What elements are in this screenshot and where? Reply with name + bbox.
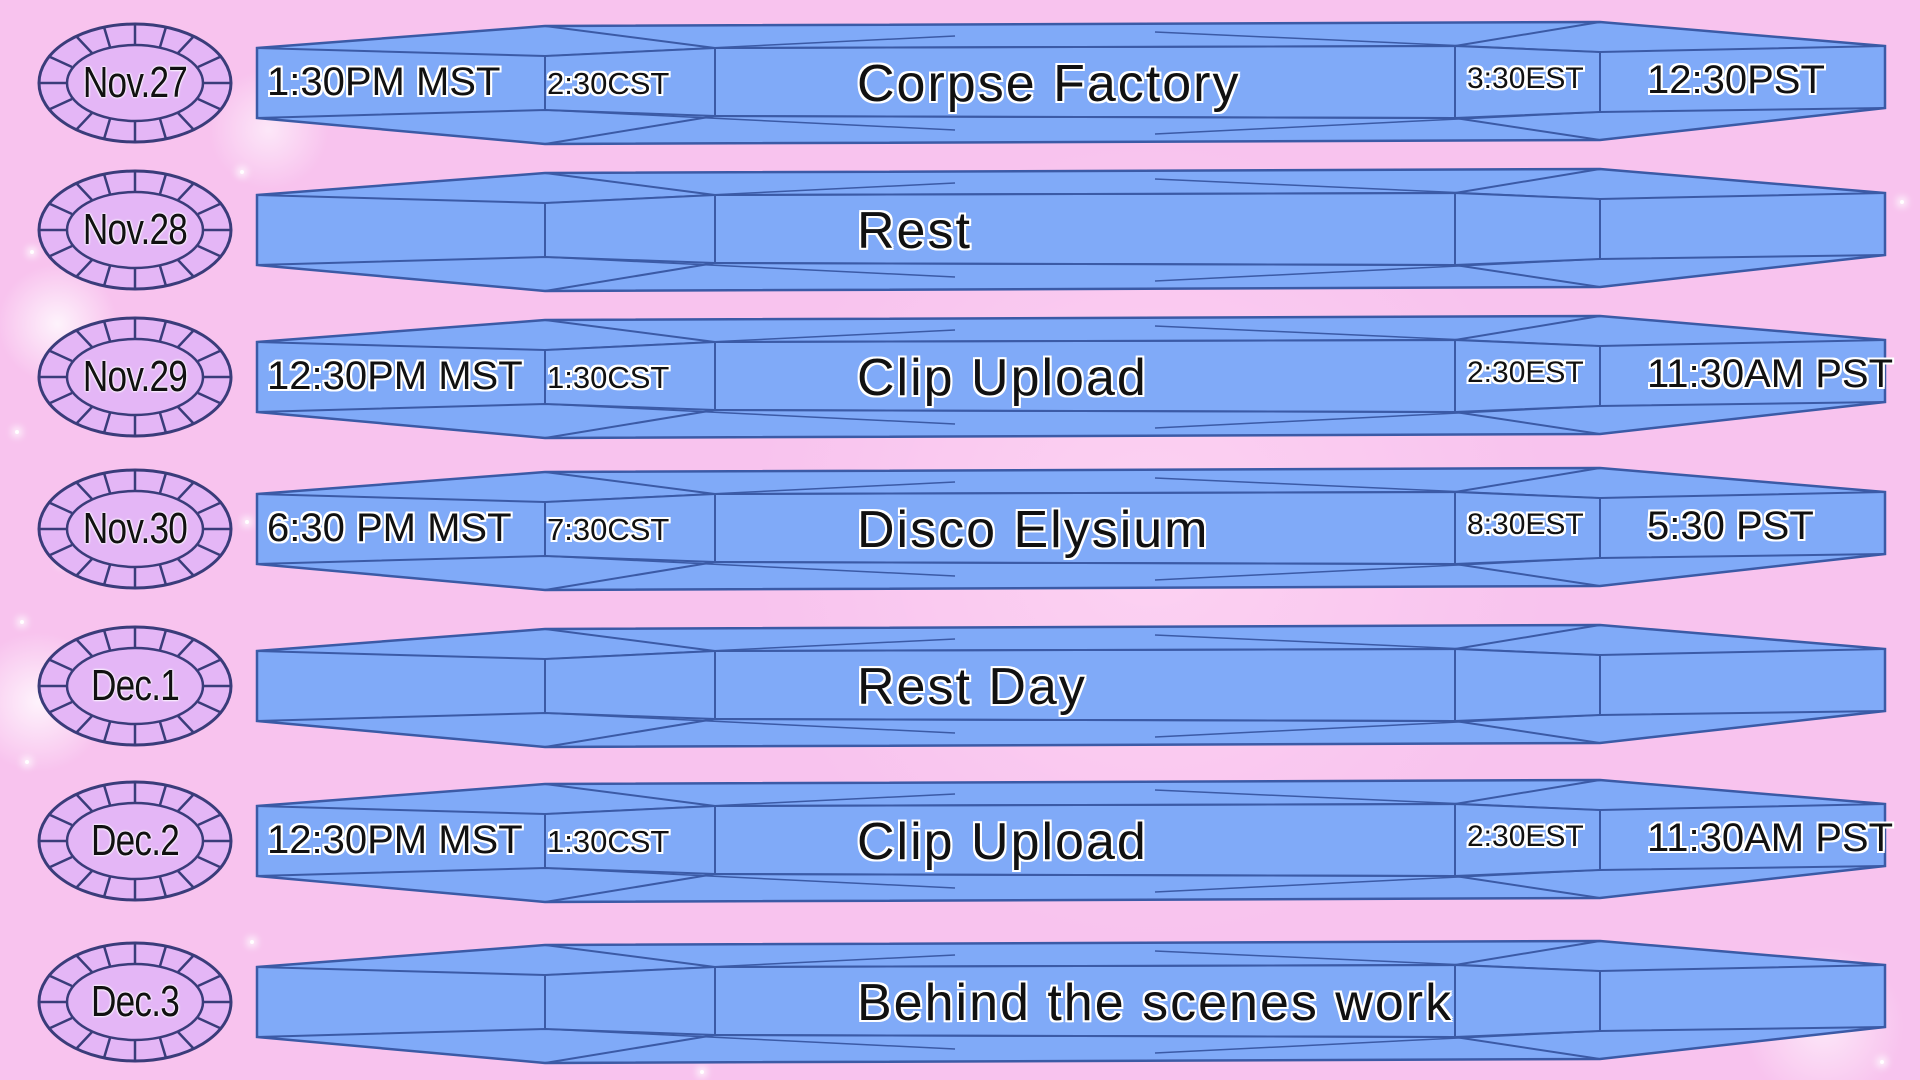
schedule-row: Nov.27 1:30PM MST 2:30CST Corpse Factory… xyxy=(0,18,1920,148)
crystal-bar-shape xyxy=(255,778,1887,904)
crystal-bar-shape xyxy=(255,623,1887,749)
event-bar: 12:30PM MST 1:30CST Clip Upload 2:30EST … xyxy=(255,312,1894,442)
sparkle xyxy=(15,430,19,434)
time-est: 8:30EST xyxy=(1467,508,1584,541)
event-title: Disco Elysium xyxy=(857,501,1210,559)
sparkle xyxy=(240,170,244,174)
date-gem: Nov.29 xyxy=(36,315,234,439)
sparkle xyxy=(1880,1060,1884,1064)
time-pst: 5:30 PST xyxy=(1647,504,1814,548)
time-est: 2:30EST xyxy=(1467,820,1584,853)
gem-oval-icon xyxy=(37,468,233,590)
time-est: 2:30EST xyxy=(1467,356,1584,389)
date-gem: Nov.28 xyxy=(36,168,234,292)
sparkle xyxy=(25,760,29,764)
event-bar: 6:30 PM MST 7:30CST Disco Elysium 8:30ES… xyxy=(255,464,1890,594)
schedule-row: Dec.2 12:30PM MST 1:30CST Clip Upload 2:… xyxy=(0,776,1920,906)
date-label: Nov.30 xyxy=(82,504,188,553)
sparkle xyxy=(250,940,254,944)
date-label: Nov.28 xyxy=(82,205,188,254)
time-mst: 1:30PM MST xyxy=(267,60,501,104)
crystal-bar-shape xyxy=(255,167,1887,293)
event-bar: 12:30PM MST 1:30CST Clip Upload 2:30EST … xyxy=(255,776,1894,906)
time-est: 3:30EST xyxy=(1467,62,1584,95)
gem-oval-icon xyxy=(37,941,233,1063)
date-label: Dec.1 xyxy=(91,661,180,710)
event-title: Rest xyxy=(857,202,972,260)
sparkle xyxy=(245,520,249,524)
event-title: Clip Upload xyxy=(857,349,1148,407)
date-gem: Nov.27 xyxy=(36,21,234,145)
schedule-row: Dec.3 Behind the scenes work xyxy=(0,937,1920,1067)
time-cst: 2:30CST xyxy=(547,66,670,101)
crystal-bar-shape xyxy=(255,20,1887,146)
time-cst: 7:30CST xyxy=(547,512,670,547)
gem-oval-icon xyxy=(37,169,233,291)
time-pst: 11:30AM PST xyxy=(1647,352,1894,396)
date-label: Nov.29 xyxy=(82,352,188,401)
event-bar: Rest Day xyxy=(255,621,1890,751)
time-pst: 11:30AM PST xyxy=(1647,816,1894,860)
event-bar: Behind the scenes work xyxy=(255,937,1890,1067)
time-mst: 12:30PM MST xyxy=(267,818,523,862)
date-gem: Dec.2 xyxy=(36,779,234,903)
schedule-row: Nov.29 12:30PM MST 1:30CST Clip Upload 2… xyxy=(0,312,1920,442)
time-cst: 1:30CST xyxy=(547,360,670,395)
crystal-bar-shape xyxy=(255,314,1887,440)
event-title: Clip Upload xyxy=(857,813,1148,871)
date-label: Nov.27 xyxy=(82,58,188,107)
date-label: Dec.3 xyxy=(91,977,180,1026)
date-gem: Dec.3 xyxy=(36,940,234,1064)
sparkle xyxy=(20,620,24,624)
schedule-row: Dec.1 Rest Day xyxy=(0,621,1920,751)
date-gem: Dec.1 xyxy=(36,624,234,748)
crystal-bar-shape xyxy=(255,939,1887,1065)
sparkle xyxy=(700,1070,704,1074)
event-bar: 1:30PM MST 2:30CST Corpse Factory 3:30ES… xyxy=(255,18,1890,148)
crystal-bar-shape xyxy=(255,466,1887,592)
gem-oval-icon xyxy=(37,625,233,747)
event-bar: Rest xyxy=(255,165,1890,295)
gem-oval-icon xyxy=(37,316,233,438)
schedule-row: Nov.30 6:30 PM MST 7:30CST Disco Elysium… xyxy=(0,464,1920,594)
event-title: Rest Day xyxy=(857,658,1087,716)
schedule-row: Nov.28 Rest xyxy=(0,165,1920,295)
time-pst: 12:30PST xyxy=(1647,58,1825,102)
date-gem: Nov.30 xyxy=(36,467,234,591)
event-title: Behind the scenes work xyxy=(857,974,1454,1032)
date-label: Dec.2 xyxy=(91,816,180,865)
time-mst: 12:30PM MST xyxy=(267,354,523,398)
time-mst: 6:30 PM MST xyxy=(267,506,512,550)
gem-oval-icon xyxy=(37,780,233,902)
sparkle xyxy=(30,250,34,254)
sparkle xyxy=(1900,200,1904,204)
time-cst: 1:30CST xyxy=(547,824,670,859)
event-title: Corpse Factory xyxy=(857,55,1241,113)
gem-oval-icon xyxy=(37,22,233,144)
